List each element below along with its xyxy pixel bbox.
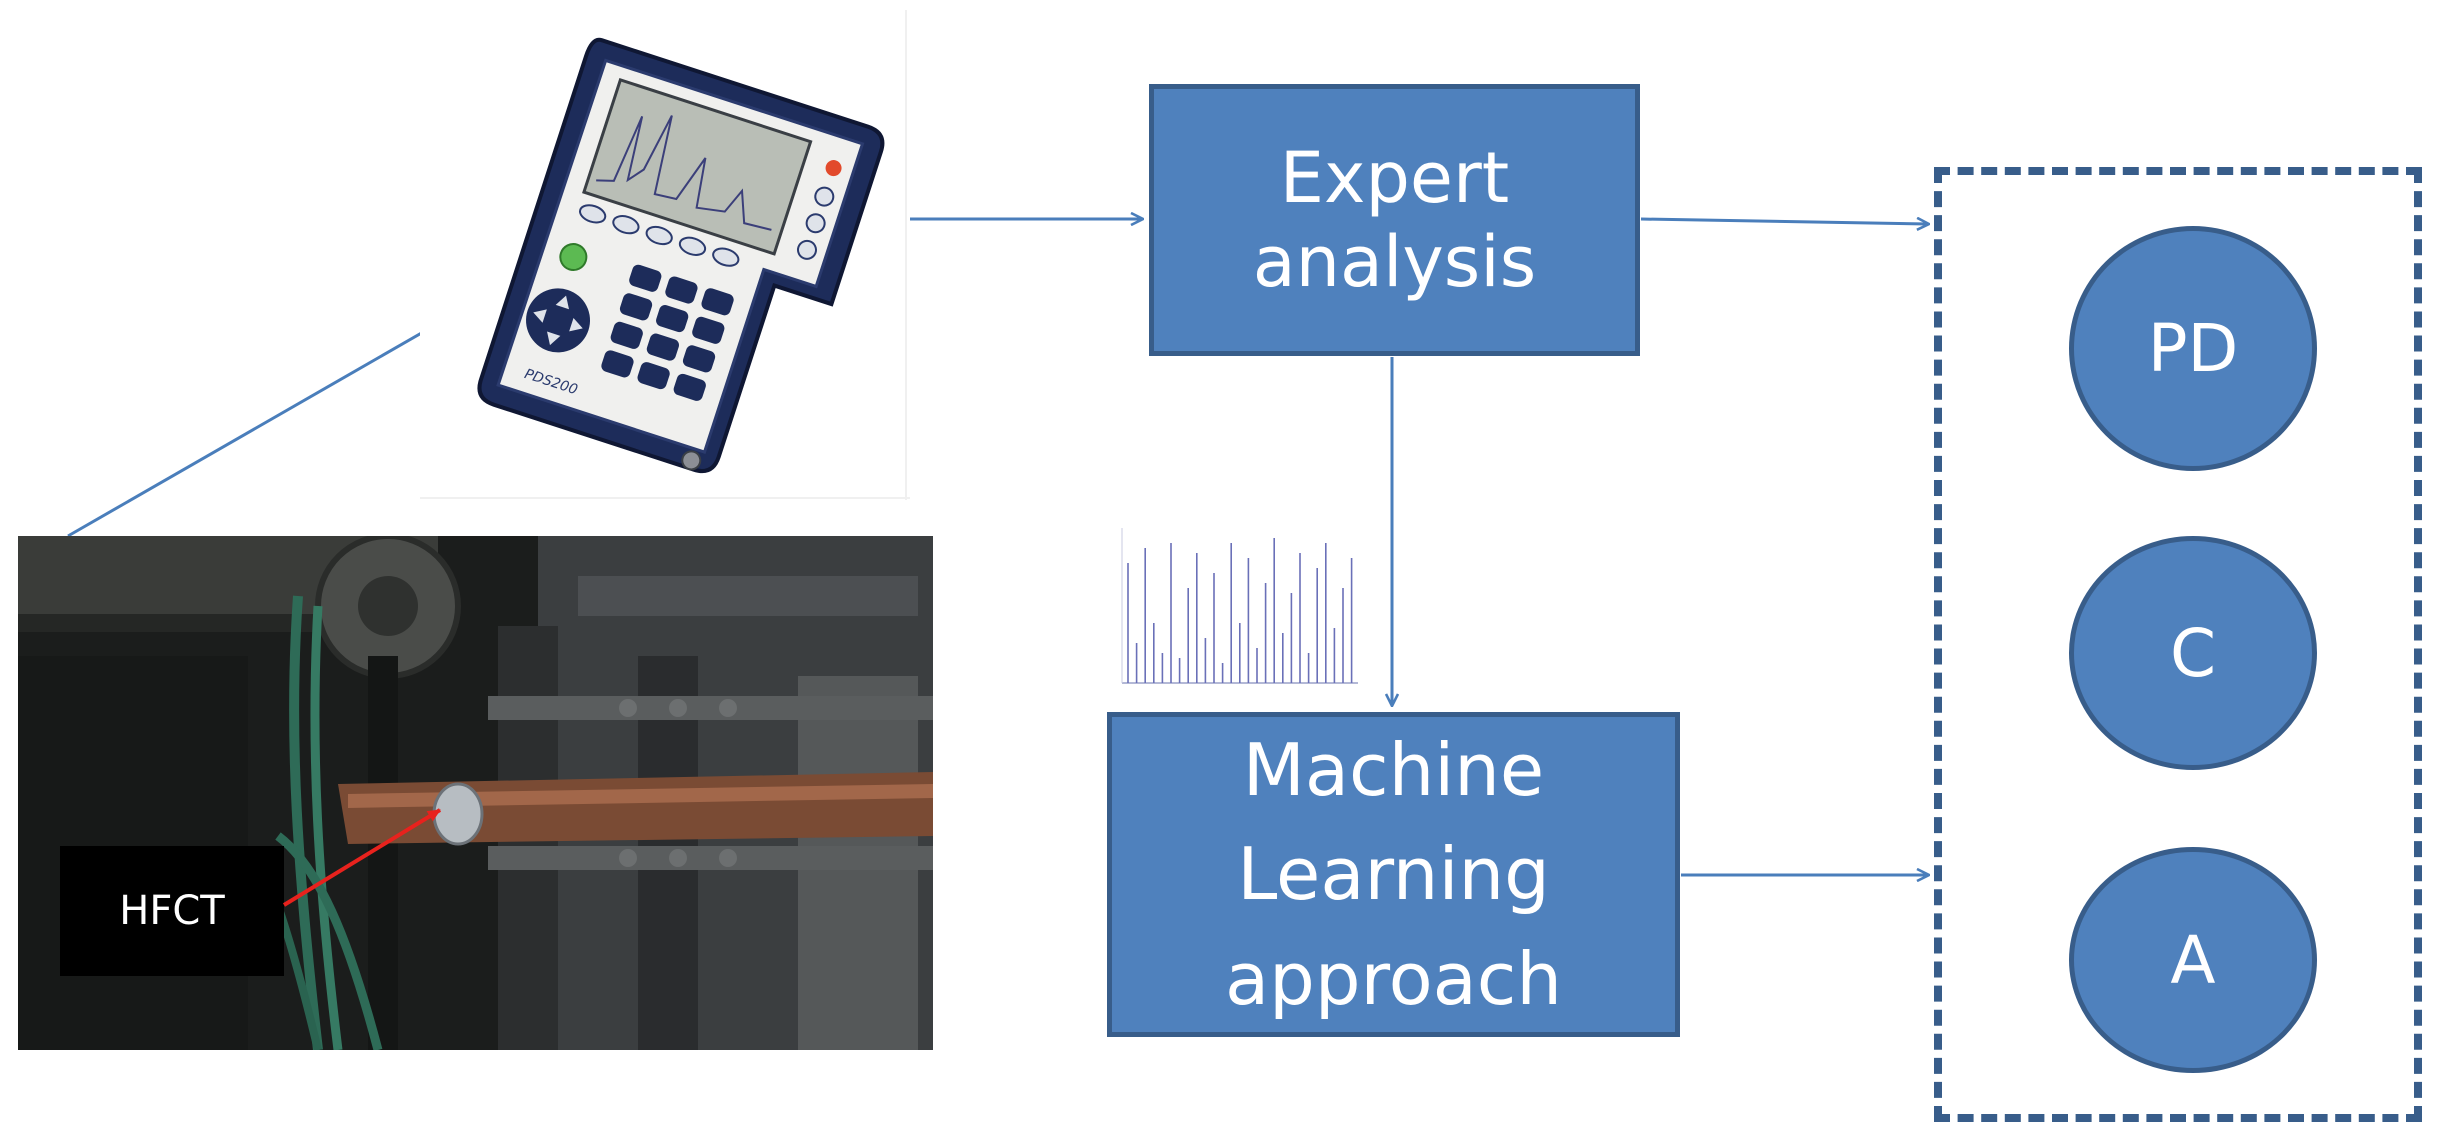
arrow-expert-to-outcomes: [1640, 219, 1928, 224]
hfct-label-text: HFCT: [119, 888, 225, 934]
machine-learning-label: Machine Learning approach: [1225, 727, 1562, 1021]
expert-analysis-box: Expert analysis: [1149, 84, 1640, 356]
pd-spectrum-thumbnail: [1120, 528, 1360, 690]
expert-analysis-label: Expert analysis: [1252, 137, 1537, 303]
outcome-a-circle: A: [2069, 847, 2317, 1073]
outcomes-container: [1934, 167, 2422, 1122]
outcome-pd-label: PD: [2147, 310, 2239, 387]
outcome-a-label: A: [2170, 921, 2216, 999]
outcome-c-circle: C: [2069, 536, 2317, 770]
outcome-pd-circle: PD: [2069, 226, 2317, 471]
hfct-label: HFCT: [60, 846, 284, 976]
hfct-installation-photo: [18, 536, 933, 1050]
outcome-c-label: C: [2169, 614, 2217, 692]
machine-learning-box: Machine Learning approach: [1107, 712, 1680, 1037]
pd-detector-device-image: PDS200: [420, 10, 910, 500]
arrow-photo-to-device: [67, 304, 472, 538]
